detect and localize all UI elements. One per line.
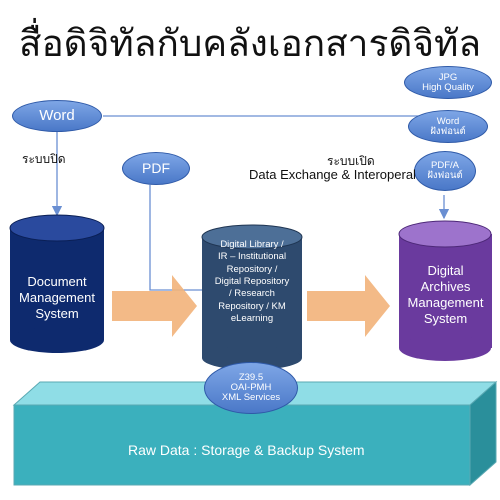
bubble-line: High Quality (422, 81, 474, 93)
archives-label-line: Digital (427, 263, 464, 278)
archives-cylinder (398, 220, 492, 361)
archives-label-line: Management (407, 294, 484, 310)
open-system-label: ระบบเปิด (327, 154, 375, 168)
bubble-line: XML Services (221, 391, 281, 403)
dms-cylinder (9, 214, 105, 353)
arrow-library-to-archives (307, 275, 390, 337)
bubble-line: ฝังฟอนต์ (427, 170, 463, 181)
bubble-line: JPG (438, 71, 458, 83)
word-embedded-font-bubble: Word ฝังฟอนต์ (408, 110, 488, 143)
library-label: Digital Library / IR – Institutional Rep… (202, 239, 302, 325)
page-title: สื่อดิจิทัลกับคลังเอกสารดิจิทัล (18, 22, 482, 65)
pdfa-bubble: PDF/A ฝังฟอนต์ (414, 151, 476, 191)
standards-bubble: Z39.5 OAI-PMH XML Services (204, 362, 298, 414)
dms-label: Document Management System (10, 274, 104, 322)
bubble-line: Z39.5 (238, 372, 264, 384)
bubble-line: PDF/A (431, 160, 459, 172)
pdf-bubble: PDF (122, 152, 190, 185)
arrow-dms-to-library (112, 275, 197, 337)
archives-label: Digital Archives Management System (399, 263, 492, 326)
library-cylinder (201, 224, 303, 370)
closed-system-label: ระบบปิด (22, 152, 66, 166)
jpg-bubble: JPG High Quality (404, 66, 492, 99)
word-bubble: Word (12, 100, 102, 132)
library-label-line: Repository / (226, 263, 278, 275)
bubble-line: Word (436, 115, 460, 127)
dms-label-line: System (35, 305, 79, 321)
bubble-line: ฝังฟอนต์ (430, 125, 466, 137)
dms-label-line: Management (19, 289, 95, 305)
library-label-line: / Research (229, 288, 275, 300)
dms-label-line: Document (27, 274, 87, 289)
library-label-line: eLearning (230, 313, 274, 325)
archives-label-line: System (423, 310, 468, 326)
library-label-line: Digital Repository (214, 276, 290, 288)
pdf-to-library-line (149, 185, 220, 296)
data-exchange-label: Data Exchange & Interoperability (249, 167, 415, 182)
raw-data-label: Raw Data : Storage & Backup System (128, 442, 365, 458)
library-label-line: Digital Library / (220, 239, 284, 250)
library-label-line: Repository / KM (218, 300, 286, 312)
archives-label-line: Archives (420, 278, 471, 294)
bubble-line: OAI-PMH (230, 382, 272, 394)
library-label-line: IR – Institutional (217, 251, 287, 263)
